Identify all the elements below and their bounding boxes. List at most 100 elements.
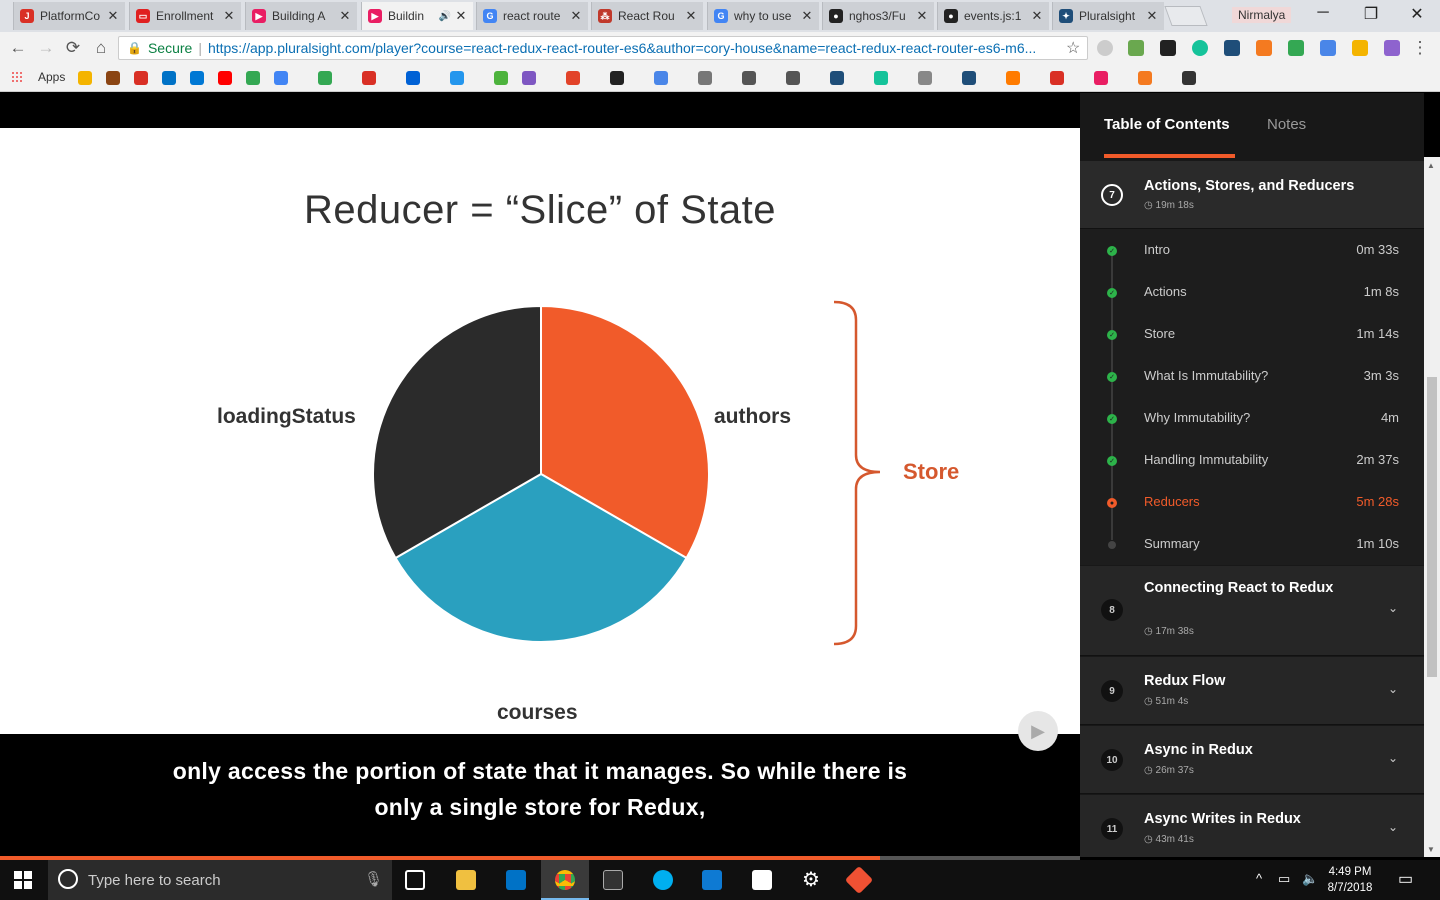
notifications-icon[interactable]: ▭ xyxy=(1398,871,1414,888)
bookmark-icon[interactable] xyxy=(962,71,976,85)
scroll-thumb[interactable] xyxy=(1427,377,1437,677)
outlook-icon[interactable] xyxy=(506,870,526,890)
git-icon[interactable] xyxy=(844,865,874,895)
scroll-down-icon[interactable]: ▼ xyxy=(1427,845,1435,854)
bookmark-icon[interactable] xyxy=(78,71,92,85)
chevron-down-icon[interactable]: ⌄ xyxy=(1388,751,1399,765)
browser-tab[interactable]: ●nghos3/Fu✕ xyxy=(822,2,934,30)
close-window-button[interactable]: ✕ xyxy=(1410,6,1424,23)
minimize-button[interactable]: ─ xyxy=(1317,4,1329,21)
apps-icon[interactable] xyxy=(11,71,23,83)
apps-bookmark[interactable]: Apps xyxy=(38,70,66,84)
start-button[interactable] xyxy=(14,871,32,889)
vscode-icon[interactable] xyxy=(702,870,722,890)
drive-icon[interactable] xyxy=(1288,40,1304,56)
browser-tab[interactable]: ▭Enrollment✕ xyxy=(129,2,241,30)
system-clock[interactable]: 4:49 PM 8/7/2018 xyxy=(1322,864,1378,896)
tray-chevron-icon[interactable]: ^ xyxy=(1256,871,1263,886)
extension-icon[interactable] xyxy=(1097,40,1113,56)
network-icon[interactable]: ▭ xyxy=(1278,871,1291,886)
bookmark-icon[interactable] xyxy=(134,71,148,85)
extension-icon[interactable] xyxy=(1256,40,1272,56)
play-overlay-button[interactable]: ▶ xyxy=(1018,711,1058,751)
bookmark-icon[interactable] xyxy=(698,71,712,85)
bookmark-icon[interactable] xyxy=(190,71,204,85)
bookmark-icon[interactable] xyxy=(162,71,176,85)
video-player[interactable]: Reducer = “Slice” of State loadingStatus… xyxy=(0,93,1080,857)
sticky-notes-icon[interactable] xyxy=(752,870,772,890)
bookmark-icon[interactable] xyxy=(522,71,536,85)
bookmark-icon[interactable] xyxy=(274,71,288,85)
address-bar[interactable]: 🔒 Secure | https://app.pluralsight.com/p… xyxy=(118,36,1088,60)
bookmark-icon[interactable] xyxy=(1006,71,1020,85)
extension-icon[interactable] xyxy=(1160,40,1176,56)
skype-icon[interactable] xyxy=(653,870,673,890)
extension-icon[interactable] xyxy=(1320,40,1336,56)
bookmark-icon[interactable] xyxy=(566,71,580,85)
bookmark-icon[interactable] xyxy=(874,71,888,85)
chevron-down-icon[interactable]: ⌄ xyxy=(1388,820,1399,834)
home-button[interactable]: ⌂ xyxy=(95,38,107,57)
bookmark-icon[interactable] xyxy=(406,71,420,85)
clip-item[interactable]: ✓What Is Immutability?3m 3s xyxy=(1080,355,1424,413)
bookmark-icon[interactable] xyxy=(246,71,260,85)
profile-button[interactable]: Nirmalya xyxy=(1232,7,1292,23)
tab-close-icon[interactable]: ✕ xyxy=(916,8,928,23)
bookmark-icon[interactable] xyxy=(1050,71,1064,85)
bookmark-icon[interactable] xyxy=(918,71,932,85)
tab-close-icon[interactable]: ✕ xyxy=(1031,8,1043,23)
bookmark-icon[interactable] xyxy=(318,71,332,85)
taskbar-search-box[interactable]: Type here to search 🎙 xyxy=(48,860,392,900)
sidebar-scrollbar[interactable]: ▲ ▼ xyxy=(1424,157,1440,857)
tab-close-icon[interactable]: ✕ xyxy=(685,8,697,23)
module-current[interactable]: 7 Actions, Stores, and Reducers ◷ 19m 18… xyxy=(1080,161,1424,229)
extension-icon[interactable] xyxy=(1384,40,1400,56)
grammarly-icon[interactable] xyxy=(1192,40,1208,56)
bookmark-star-icon[interactable]: ☆ xyxy=(1066,40,1081,57)
browser-tab[interactable]: ⁂React Rou✕ xyxy=(591,2,703,30)
back-button[interactable]: ← xyxy=(9,38,27,57)
bookmark-icon[interactable] xyxy=(362,71,376,85)
tab-close-icon[interactable]: ✕ xyxy=(107,8,119,23)
tab-close-icon[interactable]: ✕ xyxy=(1146,8,1158,23)
video-progress-bar[interactable] xyxy=(0,856,1080,860)
task-view-icon[interactable] xyxy=(405,870,425,890)
extension-icon[interactable] xyxy=(1352,40,1368,56)
browser-tab[interactable]: ▶Building A✕ xyxy=(245,2,357,30)
bookmark-icon[interactable] xyxy=(218,71,232,85)
terminal-icon[interactable] xyxy=(603,870,623,890)
settings-gear-icon[interactable]: ⚙ xyxy=(802,869,820,891)
tab-close-icon[interactable]: ✕ xyxy=(223,8,235,23)
bookmark-icon[interactable] xyxy=(1182,71,1196,85)
bookmark-icon[interactable] xyxy=(830,71,844,85)
browser-tab[interactable]: ▶Buildin🔊✕ xyxy=(361,2,473,30)
bookmark-icon[interactable] xyxy=(1138,71,1152,85)
tab-notes[interactable]: Notes xyxy=(1267,116,1307,133)
bookmark-icon[interactable] xyxy=(494,71,508,85)
chevron-down-icon[interactable]: ⌄ xyxy=(1388,601,1399,615)
volume-icon[interactable]: 🔈 xyxy=(1302,871,1319,886)
bookmark-icon[interactable] xyxy=(1094,71,1108,85)
clip-item[interactable]: ✓Why Immutability?4m xyxy=(1080,397,1424,455)
tab-close-icon[interactable]: ✕ xyxy=(801,8,813,23)
tab-close-icon[interactable]: ✕ xyxy=(570,8,582,23)
restore-button[interactable]: ❐ xyxy=(1363,6,1379,23)
bookmark-icon[interactable] xyxy=(450,71,464,85)
browser-tab[interactable]: ✦Pluralsight✕ xyxy=(1052,2,1164,30)
tab-close-icon[interactable]: ✕ xyxy=(339,8,351,23)
tab-table-of-contents[interactable]: Table of Contents xyxy=(1104,116,1230,133)
bookmark-icon[interactable] xyxy=(786,71,800,85)
bookmark-icon[interactable] xyxy=(610,71,624,85)
microphone-icon[interactable]: 🎙 xyxy=(364,871,384,888)
